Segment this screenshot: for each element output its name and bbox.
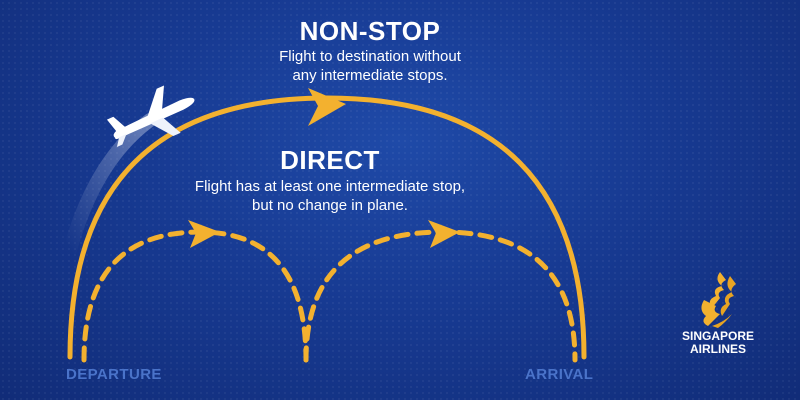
brand-name-line: SINGAPORE: [681, 329, 754, 343]
nonstop-title: NON-STOP: [299, 16, 441, 46]
nonstop-description-line: any intermediate stops.: [292, 67, 448, 84]
nonstop-route-arrow: [308, 88, 346, 126]
brand-name-line: AIRLINES: [689, 342, 746, 356]
direct-route-hop-1: [81, 229, 309, 363]
singapore-airlines-logo: SINGAPORE AIRLINES: [668, 270, 768, 370]
brand-name: SINGAPORE AIRLINES: [668, 330, 768, 356]
direct-description: Flight has at least one intermediate sto…: [160, 177, 500, 215]
direct-route-hop-2: [303, 229, 578, 363]
direct-title: DIRECT: [280, 145, 380, 175]
nonstop-description-line: Flight to destination without: [279, 48, 461, 65]
direct-description-line: Flight has at least one intermediate sto…: [194, 178, 466, 195]
airplane-icon: [106, 85, 195, 147]
nonstop-description: Flight to destination without any interm…: [200, 47, 540, 85]
bird-logo-icon: [701, 272, 736, 328]
direct-description-line: but no change in plane.: [252, 197, 408, 214]
nonstop-route-arc: [67, 95, 587, 360]
direct-route-hop-2-arrow: [428, 220, 460, 248]
departure-label: DEPARTURE: [66, 366, 162, 383]
direct-route-hop-1-arrow: [188, 220, 220, 248]
airplane-contrail: [63, 113, 157, 257]
arrival-label: ARRIVAL: [525, 366, 594, 383]
